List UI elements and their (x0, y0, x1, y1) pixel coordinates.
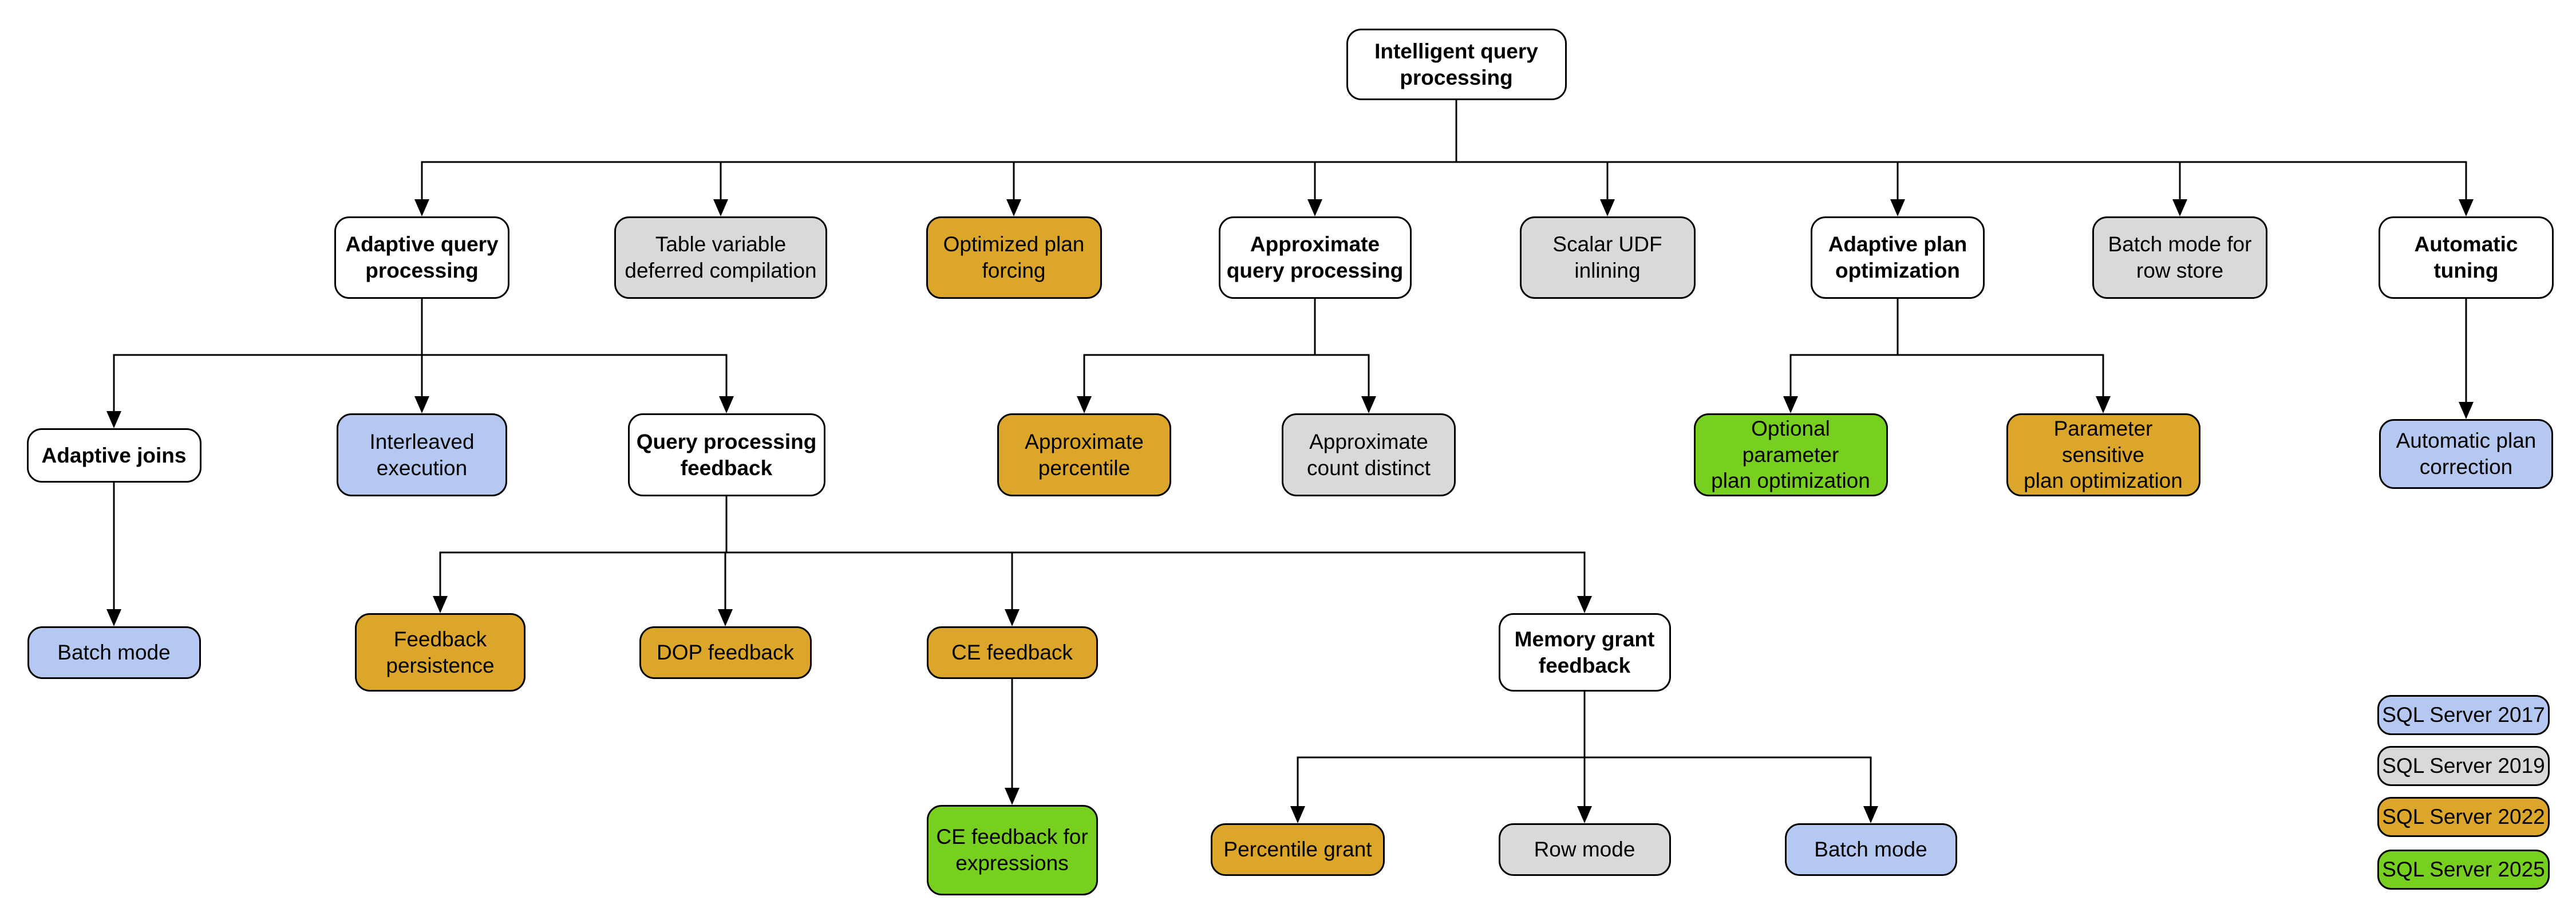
node-fp: Feedback persistence (355, 613, 526, 692)
node-approxqp: Approximate query processing (1218, 216, 1412, 299)
legend-item-sql-server-2019: SQL Server 2019 (2377, 746, 2550, 786)
node-bm2: Batch mode (1784, 823, 1957, 876)
node-at: Automatic tuning (2379, 216, 2554, 299)
node-rm: Row mode (1498, 823, 1671, 876)
node-oppo: Optional parameter plan optimization (1693, 413, 1888, 496)
node-ie: Interleaved execution (337, 413, 507, 496)
node-sudf: Scalar UDF inlining (1519, 216, 1696, 299)
node-ap: Approximate percentile (997, 413, 1171, 496)
node-opf: Optimized plan forcing (926, 216, 1102, 299)
node-pg: Percentile grant (1211, 823, 1385, 876)
node-apc: Automatic plan correction (2379, 419, 2553, 489)
node-apo: Adaptive plan optimization (1811, 216, 1985, 299)
node-root: Intelligent query processing (1346, 29, 1567, 100)
node-pspo: Parameter sensitive plan optimization (2006, 413, 2200, 496)
node-cefe: CE feedback for expressions (926, 805, 1098, 895)
legend-item-sql-server-2022: SQL Server 2022 (2377, 797, 2550, 837)
legend-item-sql-server-2025: SQL Server 2025 (2377, 850, 2550, 890)
node-mgf: Memory grant feedback (1498, 613, 1671, 692)
node-acd: Approximate count distinct (1282, 413, 1456, 496)
node-cef: CE feedback (926, 626, 1098, 679)
node-tvdc: Table variable deferred compilation (614, 216, 827, 299)
node-bmrs: Batch mode for row store (2092, 216, 2267, 299)
node-dop: DOP feedback (639, 626, 812, 679)
node-aqp: Adaptive query processing (334, 216, 509, 299)
node-qpf: Query processing feedback (627, 413, 825, 496)
node-bm1: Batch mode (27, 626, 201, 679)
legend-item-sql-server-2017: SQL Server 2017 (2377, 695, 2550, 735)
node-aj: Adaptive joins (26, 428, 202, 483)
